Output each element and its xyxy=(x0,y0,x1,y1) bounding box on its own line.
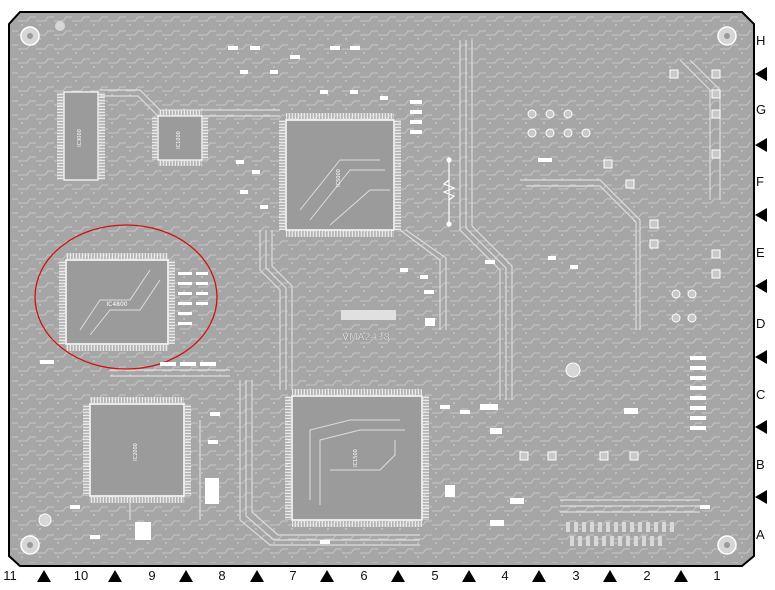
row-marker-7 xyxy=(755,490,767,504)
col-marker-5 xyxy=(320,570,334,582)
row-label-b: B xyxy=(756,457,765,472)
col-marker-2 xyxy=(108,570,122,582)
row-label-a: A xyxy=(756,527,765,542)
row-label-d: D xyxy=(756,316,766,331)
part-label: VMA2438 xyxy=(342,332,390,343)
row-marker-3 xyxy=(755,208,767,222)
ic-3000: IC3000 xyxy=(57,91,105,181)
row-label-e: E xyxy=(756,245,765,260)
ic-4800: IC4800 xyxy=(59,253,175,351)
row-marker-6 xyxy=(755,420,767,434)
col-marker-10 xyxy=(674,570,688,582)
ic-5000-label: IC5000 xyxy=(336,169,342,187)
col-label-8: 8 xyxy=(218,568,226,583)
ic-3000-label: IC3000 xyxy=(77,129,83,147)
col-marker-1 xyxy=(37,570,51,582)
row-marker-2 xyxy=(755,138,767,152)
row-marker-5 xyxy=(755,350,767,364)
highlight-circle xyxy=(34,224,218,370)
col-label-10: 10 xyxy=(73,568,89,583)
ic-1500-label: IC1500 xyxy=(353,449,359,467)
row-label-f: F xyxy=(756,174,764,189)
col-label-3: 3 xyxy=(572,568,580,583)
col-label-7: 7 xyxy=(289,568,297,583)
col-label-2: 2 xyxy=(643,568,651,583)
passive-components xyxy=(40,46,710,544)
trace-bundles xyxy=(100,40,721,546)
ic-2000: IC2000 xyxy=(83,397,191,503)
mounting-holes xyxy=(20,21,737,555)
ic-1000-label: IC1000 xyxy=(176,131,182,149)
ic-4800-label: IC4800 xyxy=(106,301,127,308)
col-marker-8 xyxy=(532,570,546,582)
ic-2000-label: IC2000 xyxy=(133,443,139,461)
row-marker-1 xyxy=(755,67,767,81)
row-label-g: G xyxy=(756,102,767,117)
ic-1000: IC1000 xyxy=(152,110,208,166)
row-marker-4 xyxy=(755,279,767,293)
col-label-6: 6 xyxy=(360,568,368,583)
col-label-9: 9 xyxy=(148,568,156,583)
vertical-resistor xyxy=(442,157,456,227)
col-marker-4 xyxy=(250,570,264,582)
col-label-1: 1 xyxy=(713,568,721,583)
connector-pads xyxy=(519,69,721,461)
col-label-11: 11 xyxy=(3,568,17,583)
row-label-c: C xyxy=(756,387,766,402)
edge-connector xyxy=(566,522,674,546)
col-marker-3 xyxy=(179,570,193,582)
col-label-5: 5 xyxy=(431,568,439,583)
col-marker-9 xyxy=(603,570,617,582)
col-marker-7 xyxy=(462,570,476,582)
col-label-4: 4 xyxy=(501,568,509,583)
ic-5000: IC5000 xyxy=(279,113,401,237)
part-label-plate: VMA2438 xyxy=(341,310,396,343)
col-marker-6 xyxy=(391,570,405,582)
row-label-h: H xyxy=(756,33,766,48)
ic-1500: IC1500 xyxy=(285,389,429,527)
